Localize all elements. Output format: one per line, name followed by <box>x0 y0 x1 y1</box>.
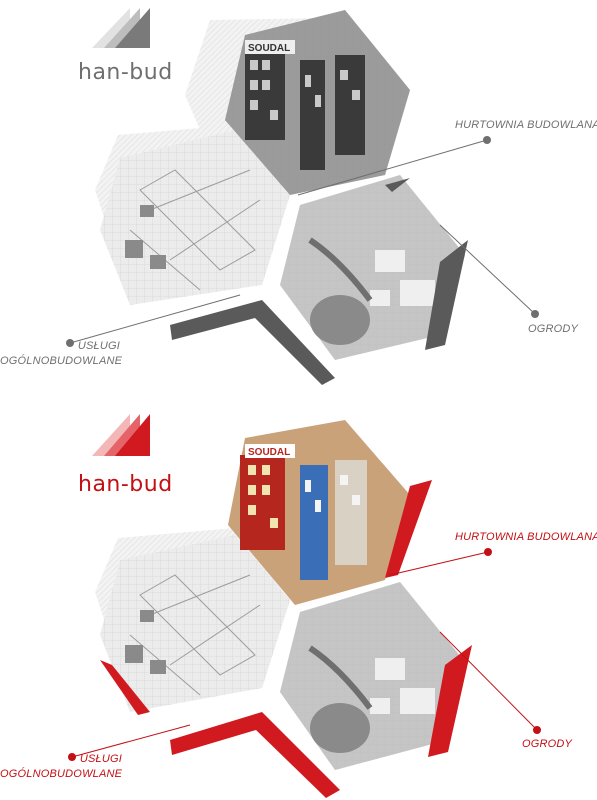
accent-strip-bottom <box>170 712 340 798</box>
panel-gray: SOUDAL han-bud <box>0 8 597 385</box>
accent-strip-mid <box>385 178 410 192</box>
callout-dots <box>68 548 541 761</box>
callout-lines <box>71 551 538 758</box>
label-uslugi-line1: USŁUGI <box>77 340 120 352</box>
label-hurtownia[interactable]: HURTOWNIA BUDOWLANA <box>455 119 597 131</box>
hex-uslugi[interactable] <box>100 535 290 712</box>
store-sign: SOUDAL <box>248 447 290 458</box>
logo-icon <box>92 8 150 48</box>
accent-strip-right <box>428 645 472 757</box>
logo-icon-red <box>92 414 150 456</box>
brand-logo-text: han-bud <box>78 60 173 85</box>
panel-gray-graphic: SOUDAL <box>66 8 539 385</box>
label-uslugi-line1: USŁUGI <box>79 753 122 765</box>
hex-ogrody[interactable] <box>280 582 465 770</box>
accent-strip-bottom <box>170 300 335 385</box>
label-ogrody[interactable]: OGRODY <box>522 738 573 750</box>
accent-strip-top-right <box>385 480 432 578</box>
callout-lines <box>69 139 536 344</box>
label-hurtownia[interactable]: HURTOWNIA BUDOWLANA <box>455 531 597 543</box>
panel-red-graphic: SOUDAL <box>68 414 541 798</box>
label-ogrody[interactable]: OGRODY <box>528 323 579 335</box>
hex-hurtownia-active[interactable]: SOUDAL <box>228 420 410 605</box>
brand-logo-text: han-bud <box>78 472 173 497</box>
store-sign: SOUDAL <box>248 43 290 54</box>
callout-dots <box>66 136 539 347</box>
accent-strip-right <box>425 240 468 350</box>
hex-hurtownia[interactable]: SOUDAL <box>225 10 410 195</box>
label-uslugi-line2: OGÓLNOBUDOWLANE <box>0 768 123 780</box>
hex-ogrody[interactable] <box>280 175 465 360</box>
accent-strip-left <box>100 660 150 715</box>
panel-red: SOUDAL han <box>0 400 597 800</box>
label-uslugi[interactable]: USŁUGI OGÓLNOBUDOWLANE <box>0 752 122 782</box>
hex-uslugi[interactable] <box>100 130 290 305</box>
label-uslugi[interactable]: USŁUGI OGÓLNOBUDOWLANE <box>0 339 123 369</box>
label-uslugi-line2: OGÓLNOBUDOWLANE <box>0 355 123 367</box>
